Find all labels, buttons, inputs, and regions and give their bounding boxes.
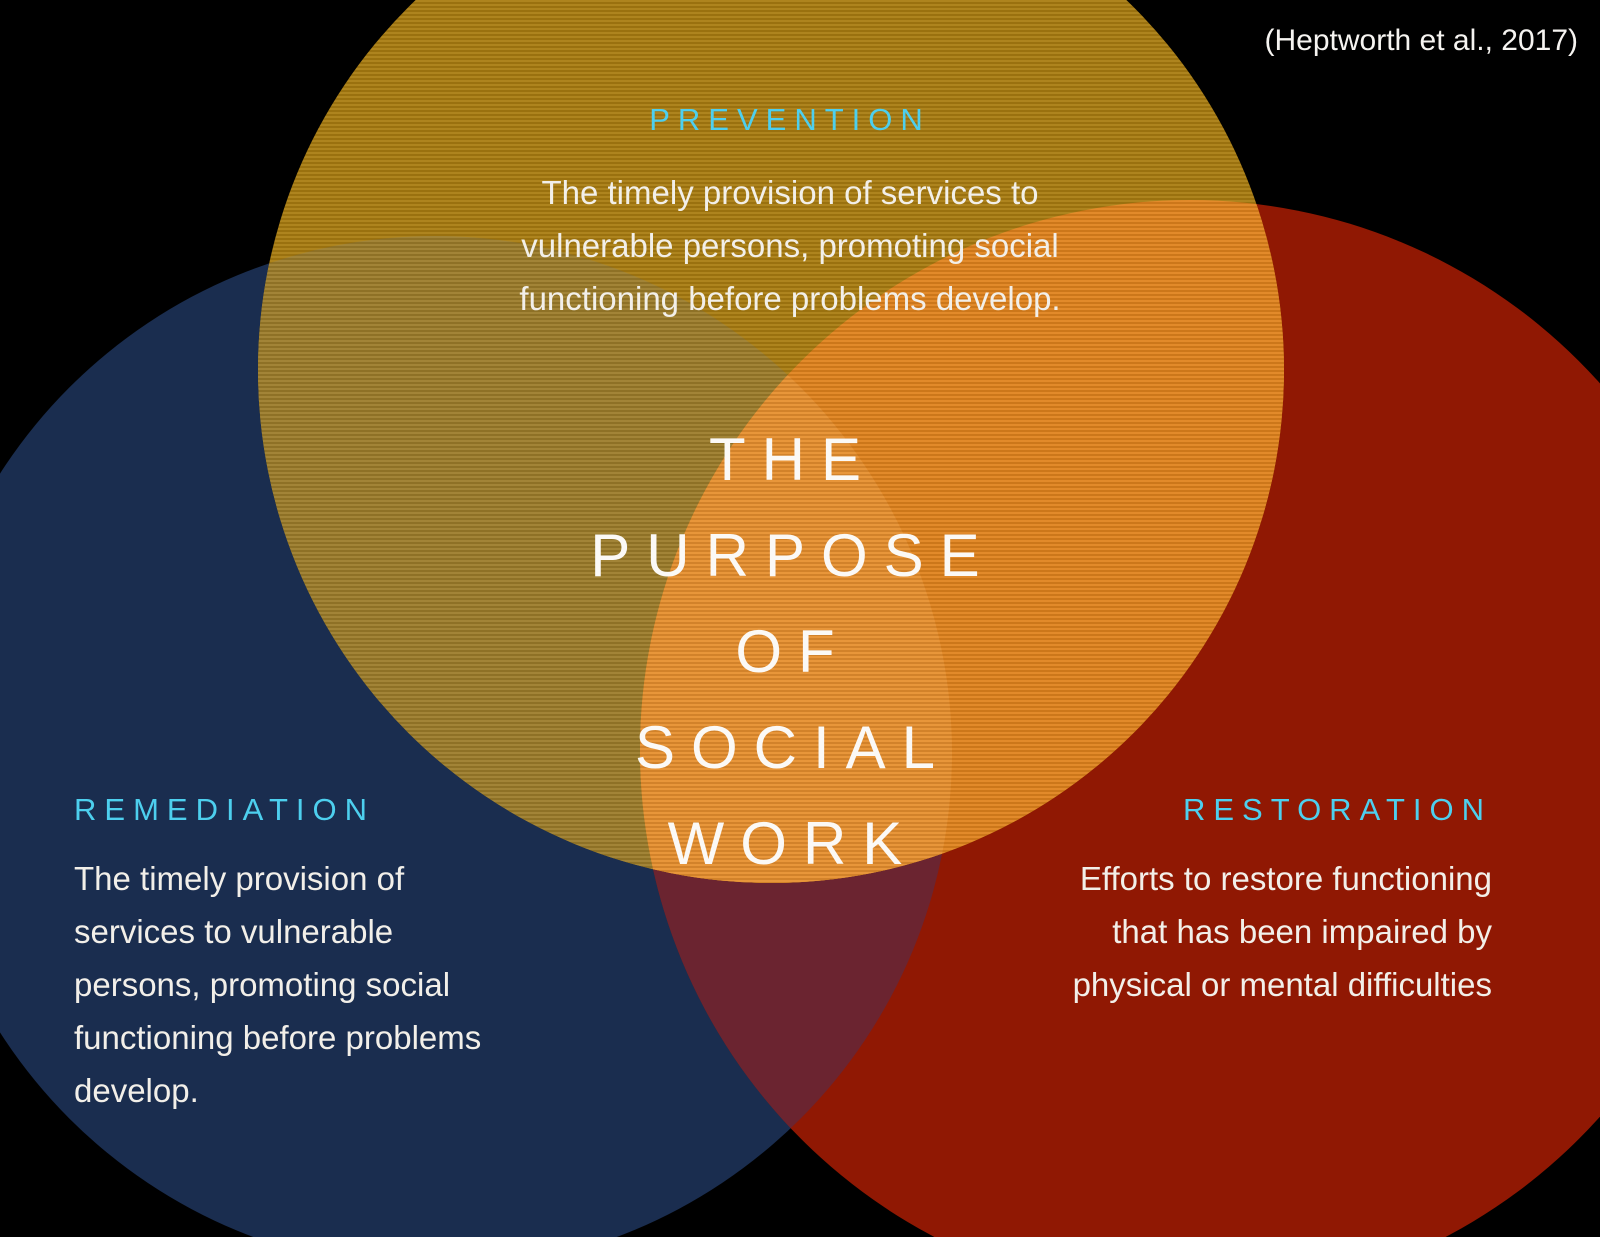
restoration-line-2: that has been impaired by xyxy=(1112,913,1492,950)
prevention-section: PREVENTION The timely provision of servi… xyxy=(340,100,1240,325)
center-title-line-2: PURPOSE xyxy=(590,522,996,589)
restoration-heading: RESTORATION xyxy=(1182,792,1492,827)
remediation-line-5: develop. xyxy=(74,1072,199,1109)
remediation-description: The timely provision of services to vuln… xyxy=(74,852,694,1117)
restoration-line-1: Efforts to restore functioning xyxy=(1079,860,1492,897)
center-title-line-4: SOCIAL xyxy=(634,714,952,781)
center-title-line-3: OF xyxy=(735,618,851,685)
restoration-line-3: physical or mental difficulties xyxy=(1072,966,1492,1003)
restoration-description: Efforts to restore functioning that has … xyxy=(872,852,1492,1011)
prevention-description: The timely provision of services to vuln… xyxy=(340,166,1240,325)
citation: (Heptworth et al., 2017) xyxy=(1264,24,1579,57)
remediation-line-3: persons, promoting social xyxy=(74,966,451,1003)
remediation-line-4: functioning before problems xyxy=(74,1019,482,1056)
remediation-section: REMEDIATION The timely provision of serv… xyxy=(74,790,694,1117)
remediation-heading: REMEDIATION xyxy=(74,792,375,827)
restoration-section: RESTORATION Efforts to restore functioni… xyxy=(872,790,1492,1011)
prevention-line-3: functioning before problems develop. xyxy=(519,280,1061,317)
prevention-line-2: vulnerable persons, promoting social xyxy=(521,227,1059,264)
remediation-line-2: services to vulnerable xyxy=(74,913,394,950)
center-title-line-1: THE xyxy=(709,426,877,493)
center-title: THE PURPOSE OF SOCIAL WORK xyxy=(385,412,1185,892)
center-title-line-5: WORK xyxy=(667,810,919,877)
prevention-heading: PREVENTION xyxy=(649,102,931,137)
prevention-line-1: The timely provision of services to xyxy=(541,174,1039,211)
remediation-line-1: The timely provision of xyxy=(74,860,405,897)
